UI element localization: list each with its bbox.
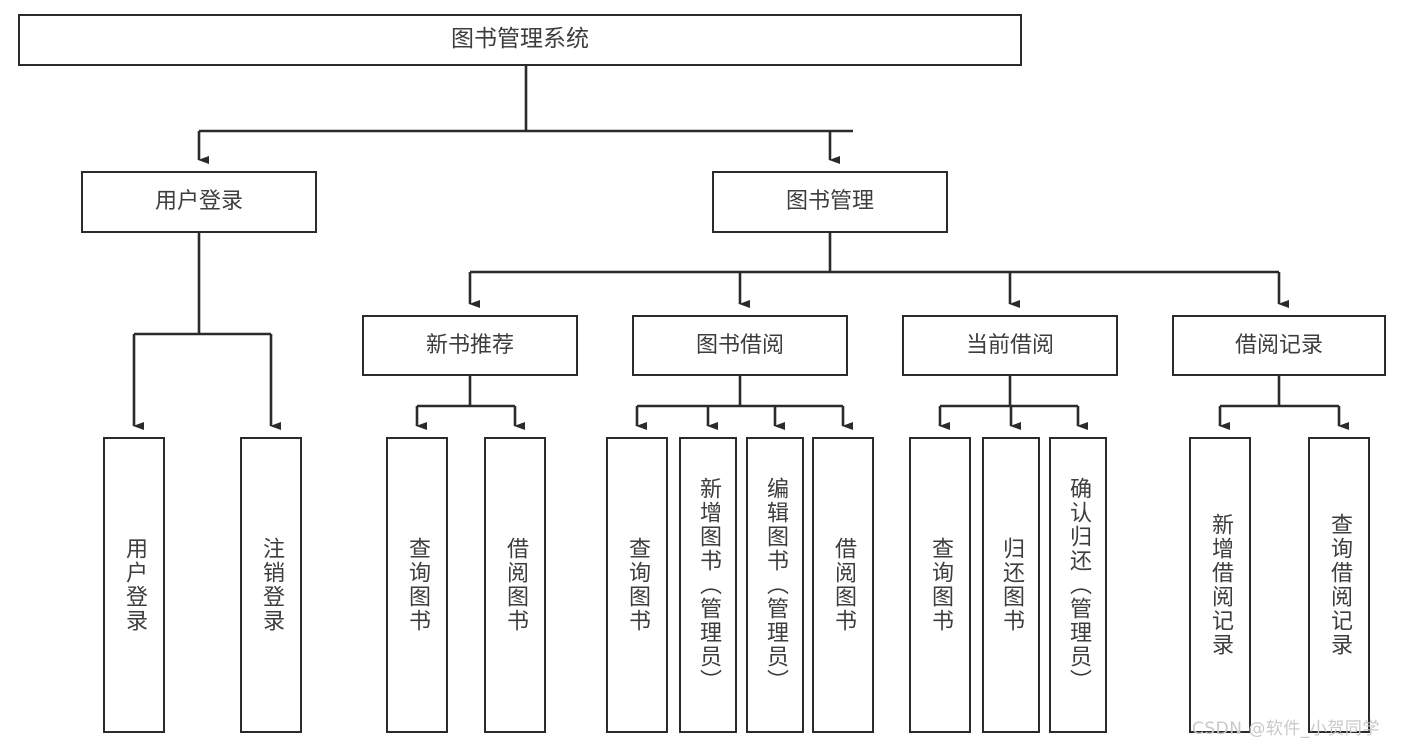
node-leaf-add-book-label: 新增图书（管理员） (696, 477, 721, 693)
node-leaf-query-book-cur-label: 查询图书 (928, 537, 953, 633)
edges-bookborrow-to-leaves (635, 376, 853, 430)
node-book-manage[interactable]: 图书管理 (712, 171, 948, 233)
node-leaf-edit-book[interactable]: 编辑图书（管理员） (746, 437, 804, 733)
node-leaf-query-book-rec-label: 查询图书 (405, 537, 430, 633)
node-new-book-rec[interactable]: 新书推荐 (362, 315, 578, 376)
node-leaf-borrow-book-label: 借阅图书 (831, 537, 856, 633)
node-book-borrow-label: 图书借阅 (695, 332, 784, 358)
node-current-borrow-label: 当前借阅 (965, 332, 1054, 358)
edges-borrowrecord-to-leaves (1218, 376, 1349, 430)
node-user-login[interactable]: 用户登录 (81, 171, 317, 233)
node-leaf-query-book-rec[interactable]: 查询图书 (386, 437, 448, 733)
node-leaf-confirm-return[interactable]: 确认归还（管理员） (1049, 437, 1107, 733)
node-book-manage-label: 图书管理 (785, 189, 874, 215)
node-leaf-query-book-borrow-label: 查询图书 (625, 537, 650, 633)
node-new-book-rec-label: 新书推荐 (425, 332, 514, 358)
node-leaf-add-record[interactable]: 新增借阅记录 (1189, 437, 1251, 733)
node-leaf-return-book-label: 归还图书 (999, 537, 1024, 633)
node-leaf-add-book[interactable]: 新增图书（管理员） (679, 437, 737, 733)
node-leaf-borrow-book[interactable]: 借阅图书 (812, 437, 874, 733)
node-leaf-add-record-label: 新增借阅记录 (1208, 513, 1233, 657)
node-leaf-edit-book-label: 编辑图书（管理员） (763, 477, 788, 693)
node-borrow-record-label: 借阅记录 (1234, 332, 1323, 358)
edges-bookmanage-to-level2 (468, 233, 1289, 308)
node-leaf-confirm-return-label: 确认归还（管理员） (1066, 477, 1091, 693)
node-user-login-label: 用户登录 (154, 189, 243, 215)
edges-newbookrec-to-leaves (415, 376, 525, 430)
node-root-system[interactable]: 图书管理系统 (18, 14, 1022, 66)
node-leaf-borrow-book-rec[interactable]: 借阅图书 (484, 437, 546, 733)
node-leaf-query-record[interactable]: 查询借阅记录 (1308, 437, 1370, 733)
node-leaf-user-login-label: 用户登录 (122, 537, 147, 633)
node-leaf-user-login[interactable]: 用户登录 (103, 437, 165, 733)
node-leaf-borrow-book-rec-label: 借阅图书 (503, 537, 528, 633)
node-leaf-query-record-label: 查询借阅记录 (1327, 513, 1352, 657)
edges-currentborrow-to-leaves (938, 376, 1088, 430)
edges-userlogin-to-leaves (132, 233, 281, 430)
node-root-label: 图书管理系统 (451, 26, 589, 53)
node-current-borrow[interactable]: 当前借阅 (902, 315, 1118, 376)
node-borrow-record[interactable]: 借阅记录 (1172, 315, 1386, 376)
node-leaf-logout[interactable]: 注销登录 (240, 437, 302, 733)
node-leaf-logout-label: 注销登录 (259, 537, 284, 633)
node-leaf-return-book[interactable]: 归还图书 (982, 437, 1040, 733)
node-leaf-query-book-cur[interactable]: 查询图书 (909, 437, 971, 733)
node-leaf-query-book-borrow[interactable]: 查询图书 (606, 437, 668, 733)
node-book-borrow[interactable]: 图书借阅 (632, 315, 848, 376)
edges-root-to-level1 (197, 66, 853, 164)
